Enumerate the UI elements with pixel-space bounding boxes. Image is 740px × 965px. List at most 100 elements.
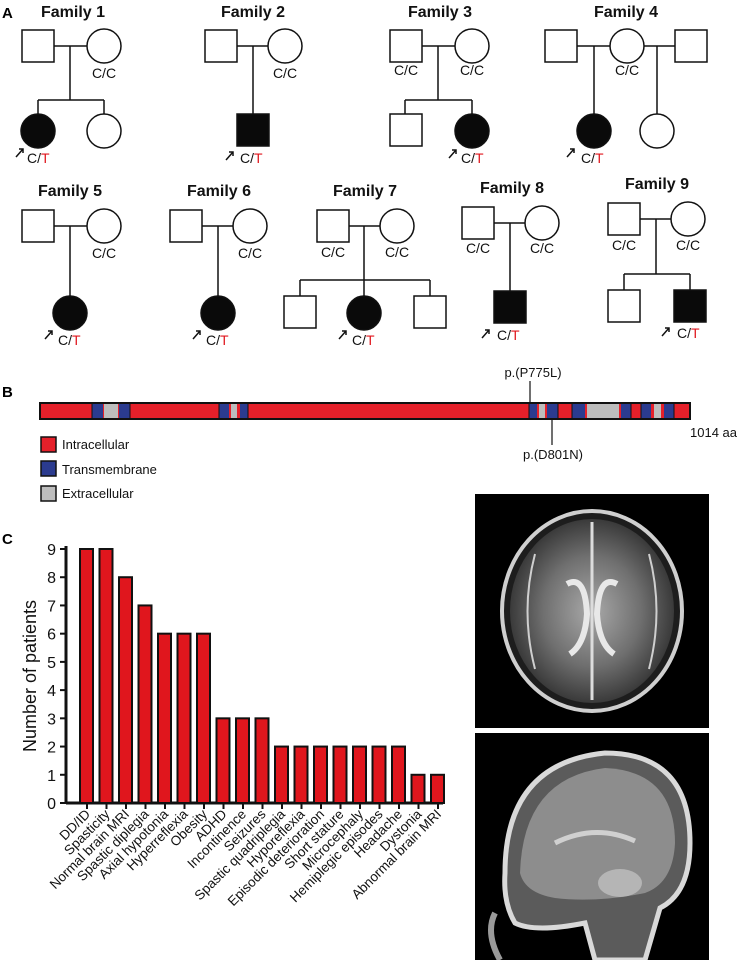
y-tick-label: 0: [47, 796, 56, 813]
parent-genotype: C/C: [466, 240, 490, 256]
y-axis-label: Number of patients: [20, 600, 40, 752]
parent-genotype: C/C: [92, 245, 116, 261]
variant-label-d801n: p.(D801N): [523, 447, 583, 462]
pedigree-family-4: [544, 28, 708, 158]
variant-label-p775l: p.(P775L): [504, 365, 561, 380]
half-sibling-circle: [639, 113, 675, 149]
proband-circle: [200, 295, 236, 331]
sibling-square: [413, 295, 447, 329]
mother-circle: [86, 208, 122, 244]
proband-genotype: C/T: [206, 332, 229, 348]
proband-genotype: C/T: [461, 150, 484, 166]
proband-square: [493, 290, 527, 324]
parent-genotype: C/C: [676, 237, 700, 253]
panel-b-label: B: [2, 384, 13, 401]
proband-square: [236, 113, 270, 147]
proband-circle: [52, 295, 88, 331]
bar: [293, 745, 309, 804]
parent-genotype: C/C: [92, 65, 116, 81]
parent-genotype: C/C: [394, 62, 418, 78]
bar: [352, 745, 367, 804]
pedigree-family-5: [21, 208, 122, 340]
bar: [98, 548, 114, 804]
family-title: Family 6: [187, 183, 251, 200]
proband-genotype: C/T: [581, 150, 604, 166]
bar: [79, 548, 94, 804]
y-tick-label: 2: [47, 740, 56, 757]
parent-genotype: C/C: [321, 244, 345, 260]
proband-genotype: C/T: [58, 332, 81, 348]
proband-genotype: C/T: [240, 150, 263, 166]
bar: [391, 745, 406, 804]
sibling-circle: [86, 113, 122, 149]
bar: [371, 745, 387, 804]
proband-square: [673, 289, 707, 323]
mother-circle: [524, 205, 560, 241]
pedigree-family-7: [283, 208, 447, 340]
y-tick-label: 5: [47, 655, 56, 672]
y-tick-label: 3: [47, 711, 56, 728]
father-square: [21, 29, 55, 63]
parent-genotype: C/C: [273, 65, 297, 81]
father-square: [544, 29, 578, 63]
bar: [215, 717, 231, 804]
family-title: Family 3: [408, 4, 472, 21]
domain-legend: Intracellular Transmembrane Extracellula…: [40, 436, 157, 502]
father-square: [169, 209, 203, 243]
bar: [430, 773, 445, 804]
parent-genotype: C/C: [530, 240, 554, 256]
second-partner-square: [674, 29, 708, 63]
sibling-square: [607, 289, 641, 323]
proband-genotype: C/T: [352, 332, 375, 348]
father-square: [607, 202, 641, 236]
parent-genotype: C/C: [615, 62, 639, 78]
axial-mri-image: [475, 494, 709, 728]
mother-circle: [670, 201, 706, 237]
bar: [196, 632, 211, 805]
bar: [313, 745, 328, 804]
bar: [410, 773, 426, 804]
mother-circle: [232, 208, 268, 244]
pedigree-family-1: [15, 28, 122, 158]
protein-bar: [40, 403, 690, 419]
mother-circle: [267, 28, 303, 64]
legend-intracellular: Intracellular: [62, 437, 130, 452]
legend-swatch-extracellular: [40, 485, 57, 502]
bar: [118, 576, 133, 804]
pedigree-family-3: [389, 28, 490, 159]
sagittal-mri-image: [475, 733, 709, 963]
father-square: [316, 209, 350, 243]
father-square: [389, 29, 423, 63]
sibling-square: [283, 295, 317, 329]
panel-a-label: A: [2, 5, 13, 22]
mother-circle: [379, 208, 415, 244]
family-title: Family 2: [221, 4, 285, 21]
proband-circle: [454, 113, 490, 149]
proband-circle: [20, 113, 56, 149]
bar: [274, 745, 289, 804]
bar: [137, 604, 153, 805]
parent-genotype: C/C: [460, 62, 484, 78]
legend-swatch-transmembrane: [40, 460, 57, 477]
y-tick-label: 7: [47, 598, 56, 615]
y-tick-label: 6: [47, 627, 56, 644]
pedigree-family-9: [607, 201, 707, 337]
pedigree-family-6: [169, 208, 268, 340]
family-title: Family 4: [594, 4, 658, 21]
proband-genotype: C/T: [677, 325, 700, 341]
parent-genotype: C/C: [612, 237, 636, 253]
y-tick-label: 8: [47, 570, 56, 587]
mother-circle: [86, 28, 122, 64]
proband-circle: [346, 295, 382, 331]
bar: [176, 632, 192, 805]
family-title: Family 1: [41, 4, 105, 21]
parent-genotype: C/C: [238, 245, 262, 261]
legend-extracellular: Extracellular: [62, 486, 134, 501]
family-title: Family 5: [38, 183, 102, 200]
family-title: Family 8: [480, 180, 544, 197]
legend-swatch-intracellular: [40, 436, 57, 453]
proband-genotype: C/T: [27, 150, 50, 166]
proband-circle: [576, 113, 612, 149]
